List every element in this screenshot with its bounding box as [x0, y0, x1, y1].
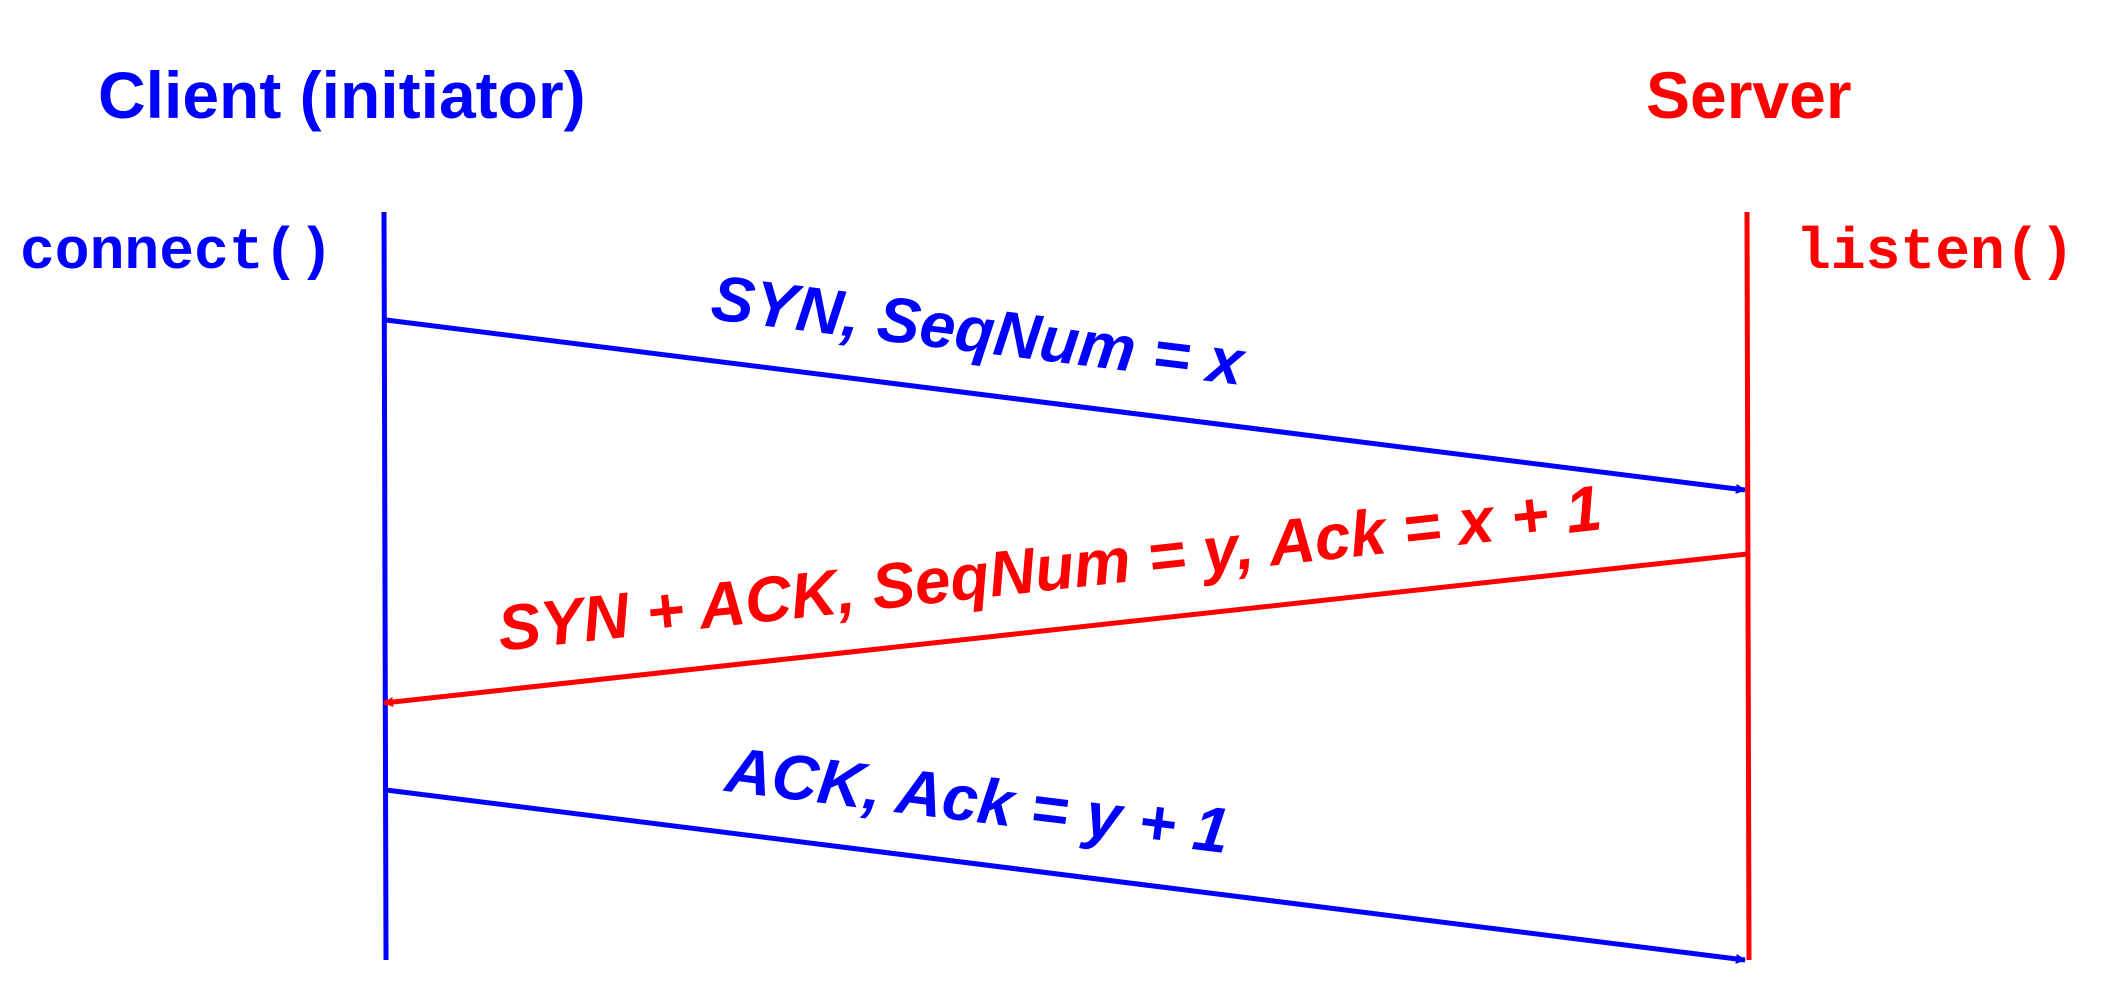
ack-label: ACK, Ack = y + 1	[720, 733, 1233, 867]
syn-ack-label: SYN + ACK, SeqNum = y, Ack = x + 1	[494, 471, 1605, 664]
client-title: Client (initiator)	[98, 58, 586, 132]
ack-arrow	[385, 787, 1746, 964]
server-lifeline	[1744, 211, 1752, 961]
client-lifeline	[381, 211, 389, 961]
syn-ack-arrow	[383, 551, 1748, 707]
syn-arrow	[385, 317, 1746, 494]
server-call: listen()	[1796, 221, 2074, 286]
server-title: Server	[1646, 58, 1852, 132]
client-call: connect()	[20, 221, 333, 286]
syn-label: SYN, SeqNum = x	[708, 261, 1250, 399]
